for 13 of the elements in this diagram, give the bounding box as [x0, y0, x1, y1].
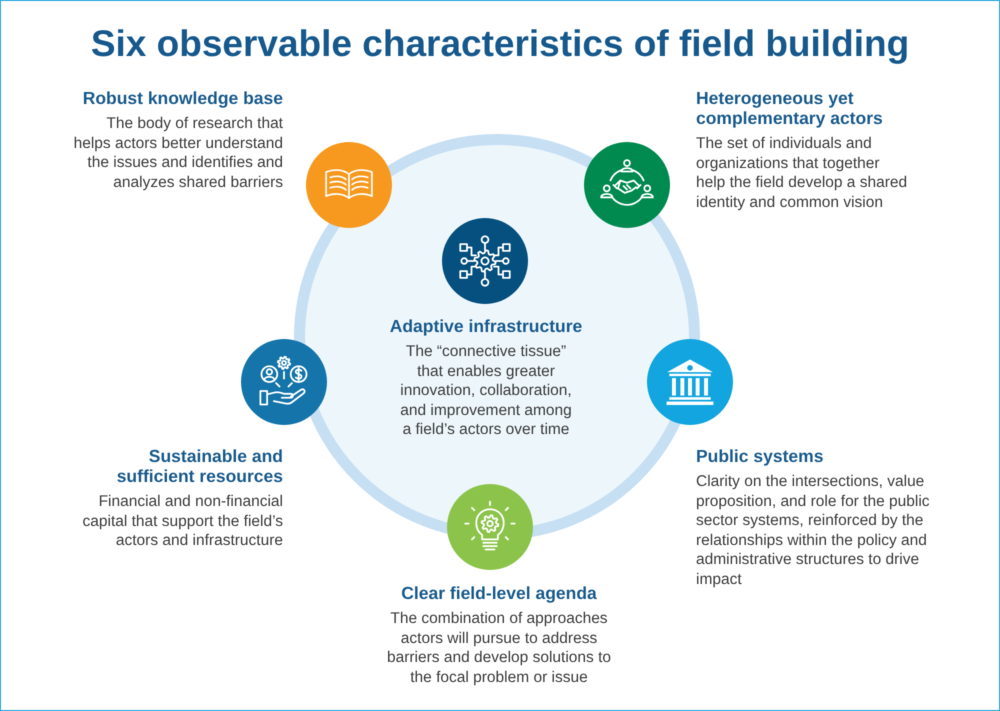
title: Six observable characteristics of field building — [90, 22, 910, 66]
description: Clarity on the intersections, value proposition, and role for the public sector systems, reinforced by the relationships within the policy and administrative structures to drive impact — [696, 472, 931, 589]
description: The body of research that helps actors better understand the issues and identifies and analyzes shared barriers — [72, 114, 283, 192]
description: Financial and non-financial capital that support the field’s actors and infrastructure — [82, 492, 283, 550]
description: The “connective tissue” that enables greater innovation, collaboration, and improvement among a field’s actors over time — [399, 342, 573, 440]
heading: Heterogeneous yet complementary actors — [696, 88, 884, 128]
heading: Sustainable and sufficient resources — [116, 446, 283, 486]
description: The combination of approaches actors will pursue to address barriers and develop solutions to the focal problem or issue — [386, 609, 612, 687]
heading: Clear field-level agenda — [401, 583, 597, 603]
description: The set of individuals and organizations that together help the field develop a shared identity and common vision — [696, 134, 908, 212]
heading: Public systems — [696, 446, 824, 466]
heading: Robust knowledge base — [82, 88, 283, 108]
heading: Adaptive infrastructure — [390, 316, 582, 336]
